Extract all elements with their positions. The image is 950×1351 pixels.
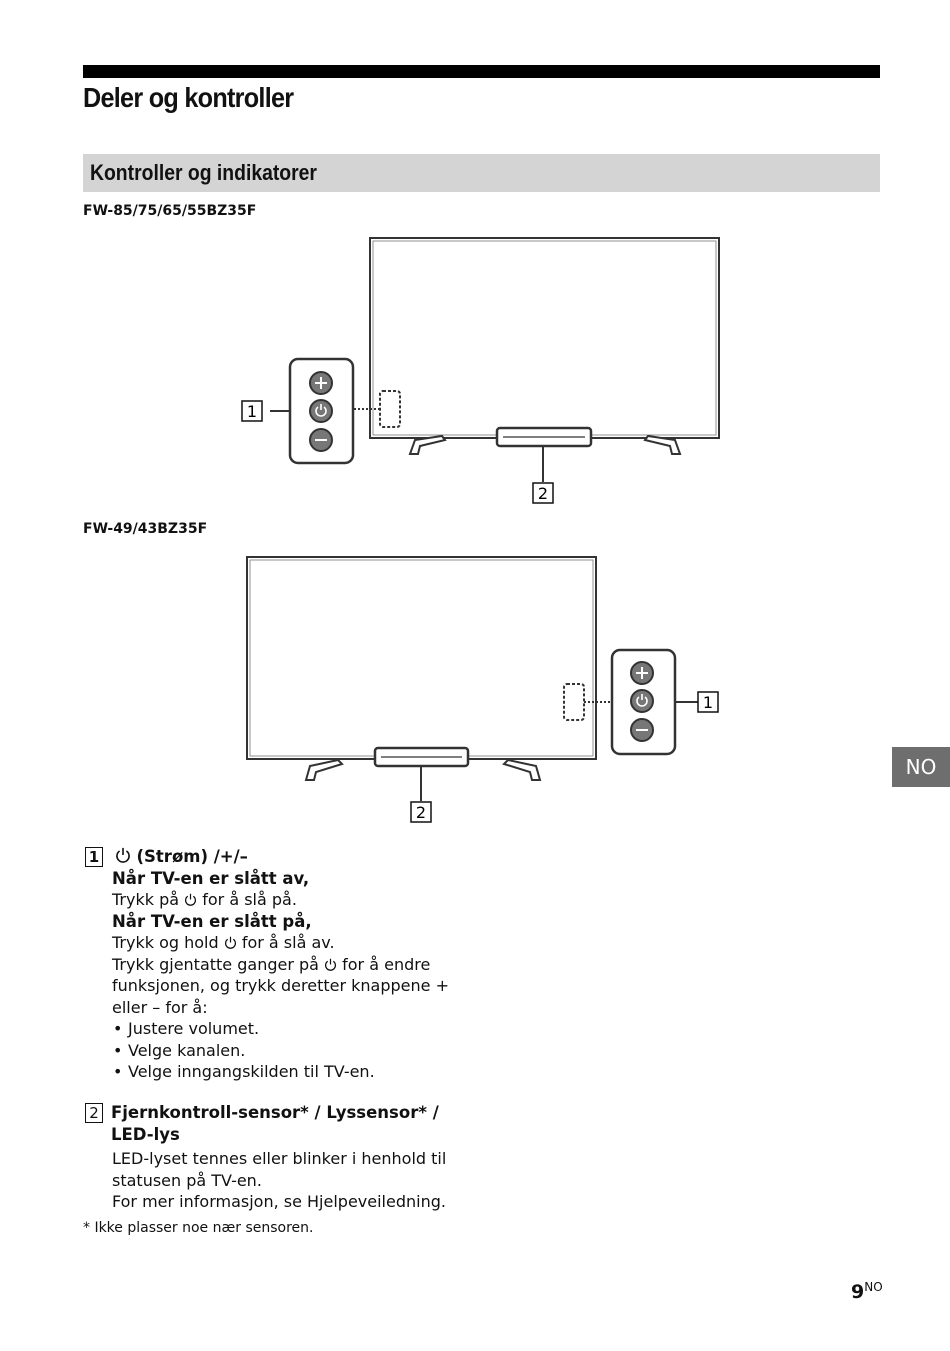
item-1: 1 (Strøm) /+/– Når TV-en er slått av, Tr…: [85, 846, 465, 1083]
callout-2-box: [410, 801, 432, 823]
item-1-line-1-post: for å slå på.: [197, 890, 297, 909]
item-1-line-1: Trykk på for å slå på.: [112, 889, 465, 911]
item-2: 2 Fjernkontroll-sensor* / Lyssensor* / L…: [85, 1102, 465, 1213]
figure-1-tv-diagram: 1 2: [241, 237, 720, 504]
plus-button-icon: [309, 371, 333, 395]
item-2-text-2: For mer informasjon, se Hjelpeveiledning…: [112, 1192, 446, 1211]
power-button-icon: [630, 689, 654, 713]
item-2-heading-text: Fjernkontroll-sensor* / Lyssensor* / LED…: [111, 1103, 439, 1144]
item-1-number: 1: [85, 847, 103, 867]
item-1-line-2-pre: Trykk og hold: [112, 933, 224, 952]
page-number-value: 9: [851, 1281, 865, 1303]
button-location-marker: [379, 390, 401, 428]
item-1-line-3: Trykk gjentatte ganger på for å endre fu…: [112, 954, 465, 1019]
item-1-line-2-post: for å slå av.: [236, 933, 335, 952]
minus-button-icon: [630, 718, 654, 742]
figure-2-model-label: FW-49/43BZ35F: [83, 521, 208, 537]
list-item: Velge inngangskilden til TV-en.: [112, 1061, 465, 1083]
power-button-icon: [309, 399, 333, 423]
tv-frame: [369, 237, 720, 439]
item-1-line-3-pre: Trykk gjentatte ganger på: [112, 954, 325, 974]
item-1-line-3-post: for å endre funksjonen, og trykk derette…: [112, 954, 449, 1017]
item-2-number: 2: [85, 1103, 103, 1123]
callout-1-label: 1: [703, 693, 713, 712]
item-2-text-1: LED-lyset tennes eller blinker i henhold…: [112, 1149, 447, 1190]
page-number-suffix: NO: [864, 1280, 883, 1294]
figure-1-model-label: FW-85/75/65/55BZ35F: [83, 203, 257, 219]
section-bar: [83, 154, 880, 192]
item-1-heading-text: (Strøm) /+/–: [136, 847, 248, 866]
tv-screen: [249, 559, 594, 757]
tv-frame: [246, 556, 597, 760]
item-1-heading: 1 (Strøm) /+/–: [85, 846, 465, 868]
list-item: Velge kanalen.: [112, 1040, 465, 1062]
callout-2-label: 2: [538, 484, 548, 503]
power-icon: [224, 936, 236, 949]
section-title: Kontroller og indikatorer: [90, 160, 317, 185]
button-location-marker: [563, 683, 585, 721]
power-icon: [115, 847, 130, 863]
plus-button-icon: [630, 661, 654, 685]
list-item: Justere volumet.: [112, 1018, 465, 1040]
stand-right-icon: [643, 434, 682, 455]
item-1-sub-off: Når TV-en er slått av,: [112, 868, 310, 888]
callout-1-label: 1: [247, 402, 257, 421]
item-2-heading: 2 Fjernkontroll-sensor* / Lyssensor* / L…: [85, 1102, 465, 1145]
page-number: 9NO: [851, 1280, 883, 1303]
tv-screen: [372, 240, 717, 436]
language-tab: NO: [892, 747, 950, 787]
item-1-line-2: Trykk og hold for å slå av.: [112, 932, 465, 954]
stand-right-icon: [502, 758, 542, 781]
minus-button-icon: [309, 428, 333, 452]
page-title: Deler og kontroller: [83, 82, 294, 113]
stand-left-icon: [304, 758, 344, 781]
callout-2-label: 2: [416, 803, 426, 822]
footnote: * Ikke plasser noe nær sensoren.: [83, 1220, 314, 1236]
callout-1-box: [697, 691, 719, 713]
figure-2-tv-diagram: 1 2: [246, 556, 719, 823]
stand-left-icon: [408, 434, 447, 455]
item-1-line-1-pre: Trykk på: [112, 890, 185, 909]
callout-1-box: [241, 400, 263, 422]
top-rule: [83, 65, 880, 78]
power-icon: [185, 893, 197, 906]
power-icon: [325, 958, 337, 971]
callout-2-box: [532, 482, 554, 504]
item-1-sub-on: Når TV-en er slått på,: [112, 911, 312, 931]
item-1-bullet-list: Justere volumet. Velge kanalen. Velge in…: [112, 1018, 465, 1083]
